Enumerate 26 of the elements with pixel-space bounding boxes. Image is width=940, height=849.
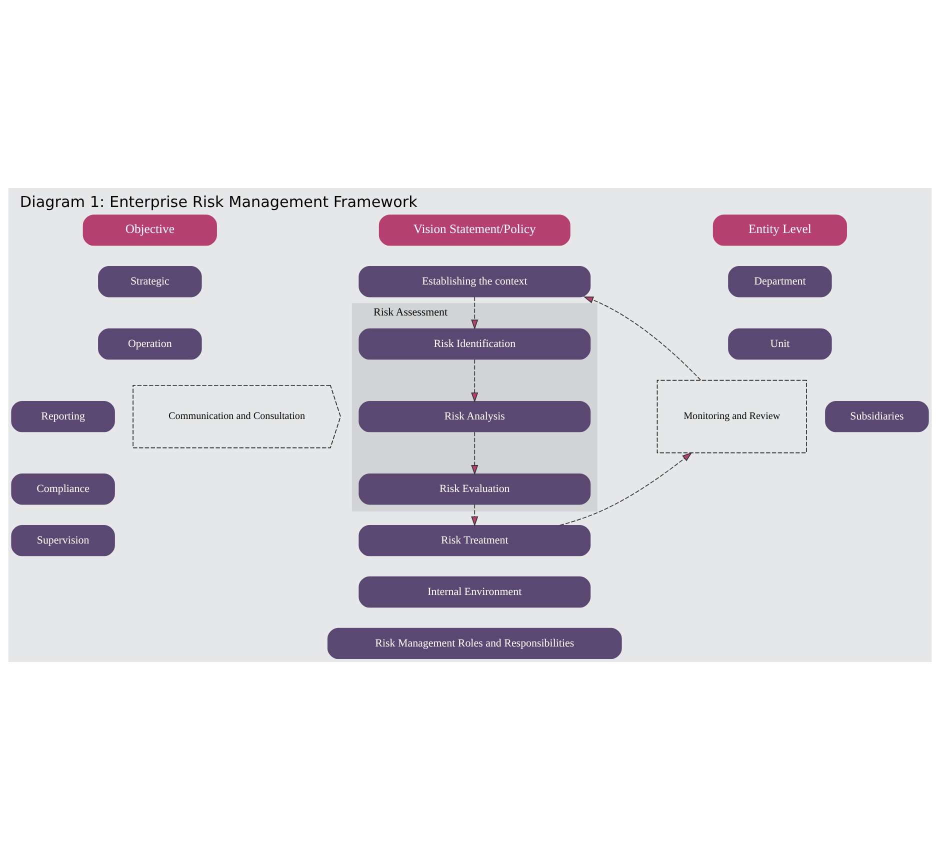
node-box: Department [728, 266, 832, 297]
node-box: Establishing the context [358, 266, 591, 297]
node-box: Unit [728, 328, 832, 360]
arrow [471, 431, 478, 475]
arrow [583, 296, 702, 380]
node-box: Vision Statement/Policy [378, 214, 570, 246]
node-box: Operation [98, 328, 202, 360]
diagram-title: Diagram 1: Enterprise Risk Management Framework [20, 192, 418, 210]
node-box: Monitoring and Review [656, 379, 807, 453]
node-box: Reporting [11, 400, 115, 432]
arrow [471, 296, 478, 330]
arrow [559, 452, 692, 526]
node-box: Risk Analysis [358, 400, 591, 432]
node-box: Objective [82, 214, 217, 246]
node-box: Supervision [11, 524, 115, 556]
arrow [471, 503, 478, 526]
node-box: Risk Identification [358, 328, 591, 360]
node-box: Compliance [11, 473, 115, 504]
node-box: Entity Level [712, 214, 847, 246]
node-box: Risk Evaluation [358, 473, 591, 504]
arrow [471, 358, 478, 402]
node-box: Risk Management Roles and Responsibilities [327, 627, 622, 659]
node-box: Strategic [98, 266, 202, 297]
node-box: Risk Treatment [358, 524, 591, 556]
node-box: Internal Environment [358, 576, 591, 608]
node-box: Subsidiaries [825, 400, 929, 432]
